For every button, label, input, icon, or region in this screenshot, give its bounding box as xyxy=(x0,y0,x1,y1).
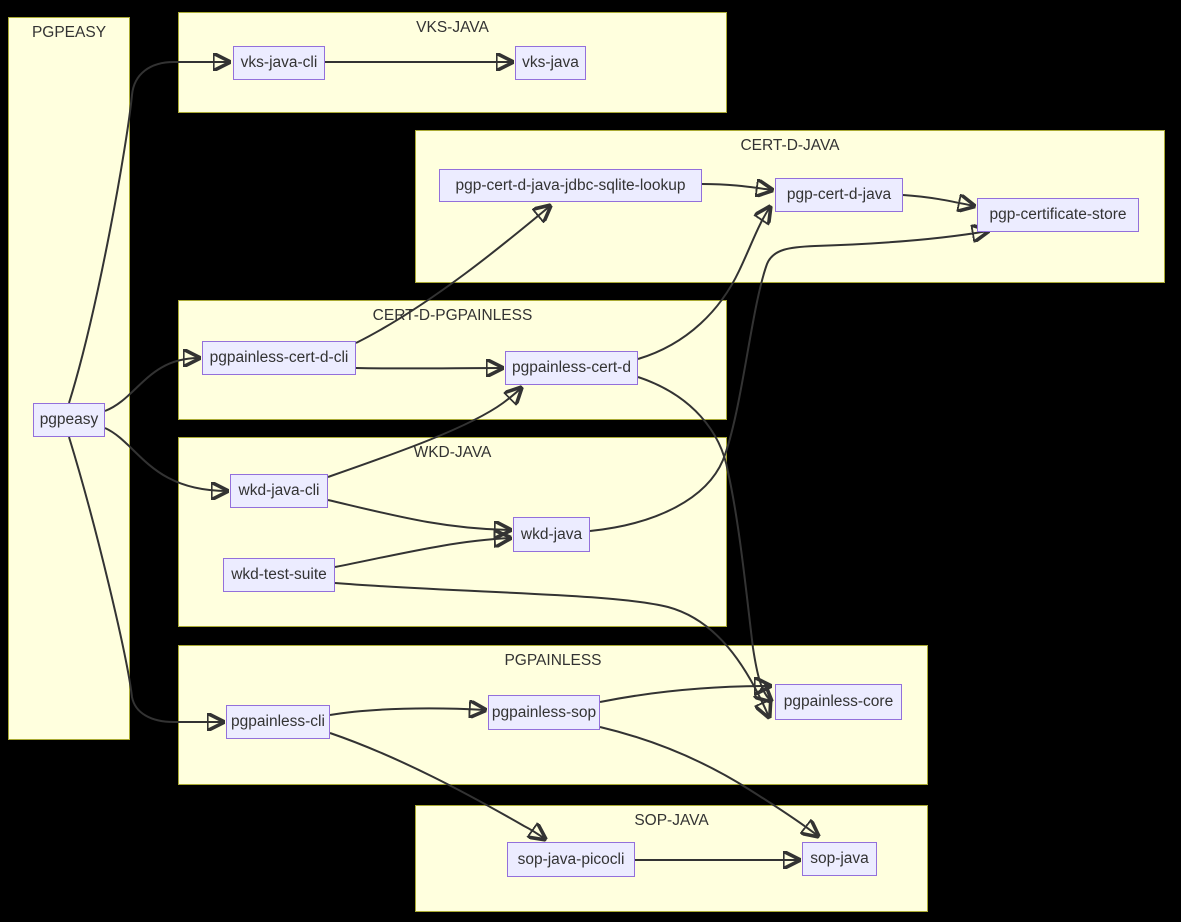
node-sop-java: sop-java xyxy=(802,842,877,876)
subgraph-wkd-java-title: WKD-JAVA xyxy=(413,444,492,461)
node-wkd-test-suite: wkd-test-suite xyxy=(223,558,335,592)
node-pgpeasy: pgpeasy xyxy=(33,403,105,437)
node-pgp-certificate-store: pgp-certificate-store xyxy=(977,198,1139,232)
subgraph-pgpeasy-title: PGPEASY xyxy=(31,24,107,41)
subgraph-cert-d-pgpainless-title: CERT-D-PGPAINLESS xyxy=(372,307,533,324)
subgraph-vks-java-title: VKS-JAVA xyxy=(416,19,489,36)
node-vks-java: vks-java xyxy=(515,46,586,80)
node-pgp-cert-d-java: pgp-cert-d-java xyxy=(775,178,903,212)
node-sop-java-picocli: sop-java-picocli xyxy=(507,842,635,877)
subgraph-cert-d-java-title: CERT-D-JAVA xyxy=(740,137,840,154)
node-vks-java-cli: vks-java-cli xyxy=(233,46,325,80)
node-pgp-cert-d-java-jdbc-sqlite-lookup: pgp-cert-d-java-jdbc-sqlite-lookup xyxy=(439,169,702,202)
subgraph-sop-java-title: SOP-JAVA xyxy=(634,812,709,829)
subgraph-pgpeasy: PGPEASY xyxy=(8,17,130,740)
subgraph-pgpainless-title: PGPAINLESS xyxy=(504,652,602,669)
node-pgpainless-cert-d-cli: pgpainless-cert-d-cli xyxy=(202,341,356,375)
node-pgpainless-cli: pgpainless-cli xyxy=(226,705,330,739)
node-pgpainless-cert-d: pgpainless-cert-d xyxy=(505,351,638,385)
node-wkd-java: wkd-java xyxy=(513,517,590,552)
node-wkd-java-cli: wkd-java-cli xyxy=(230,474,328,508)
node-pgpainless-core: pgpainless-core xyxy=(775,684,902,720)
node-pgpainless-sop: pgpainless-sop xyxy=(488,695,600,730)
subgraph-wkd-java: WKD-JAVA xyxy=(178,437,727,627)
